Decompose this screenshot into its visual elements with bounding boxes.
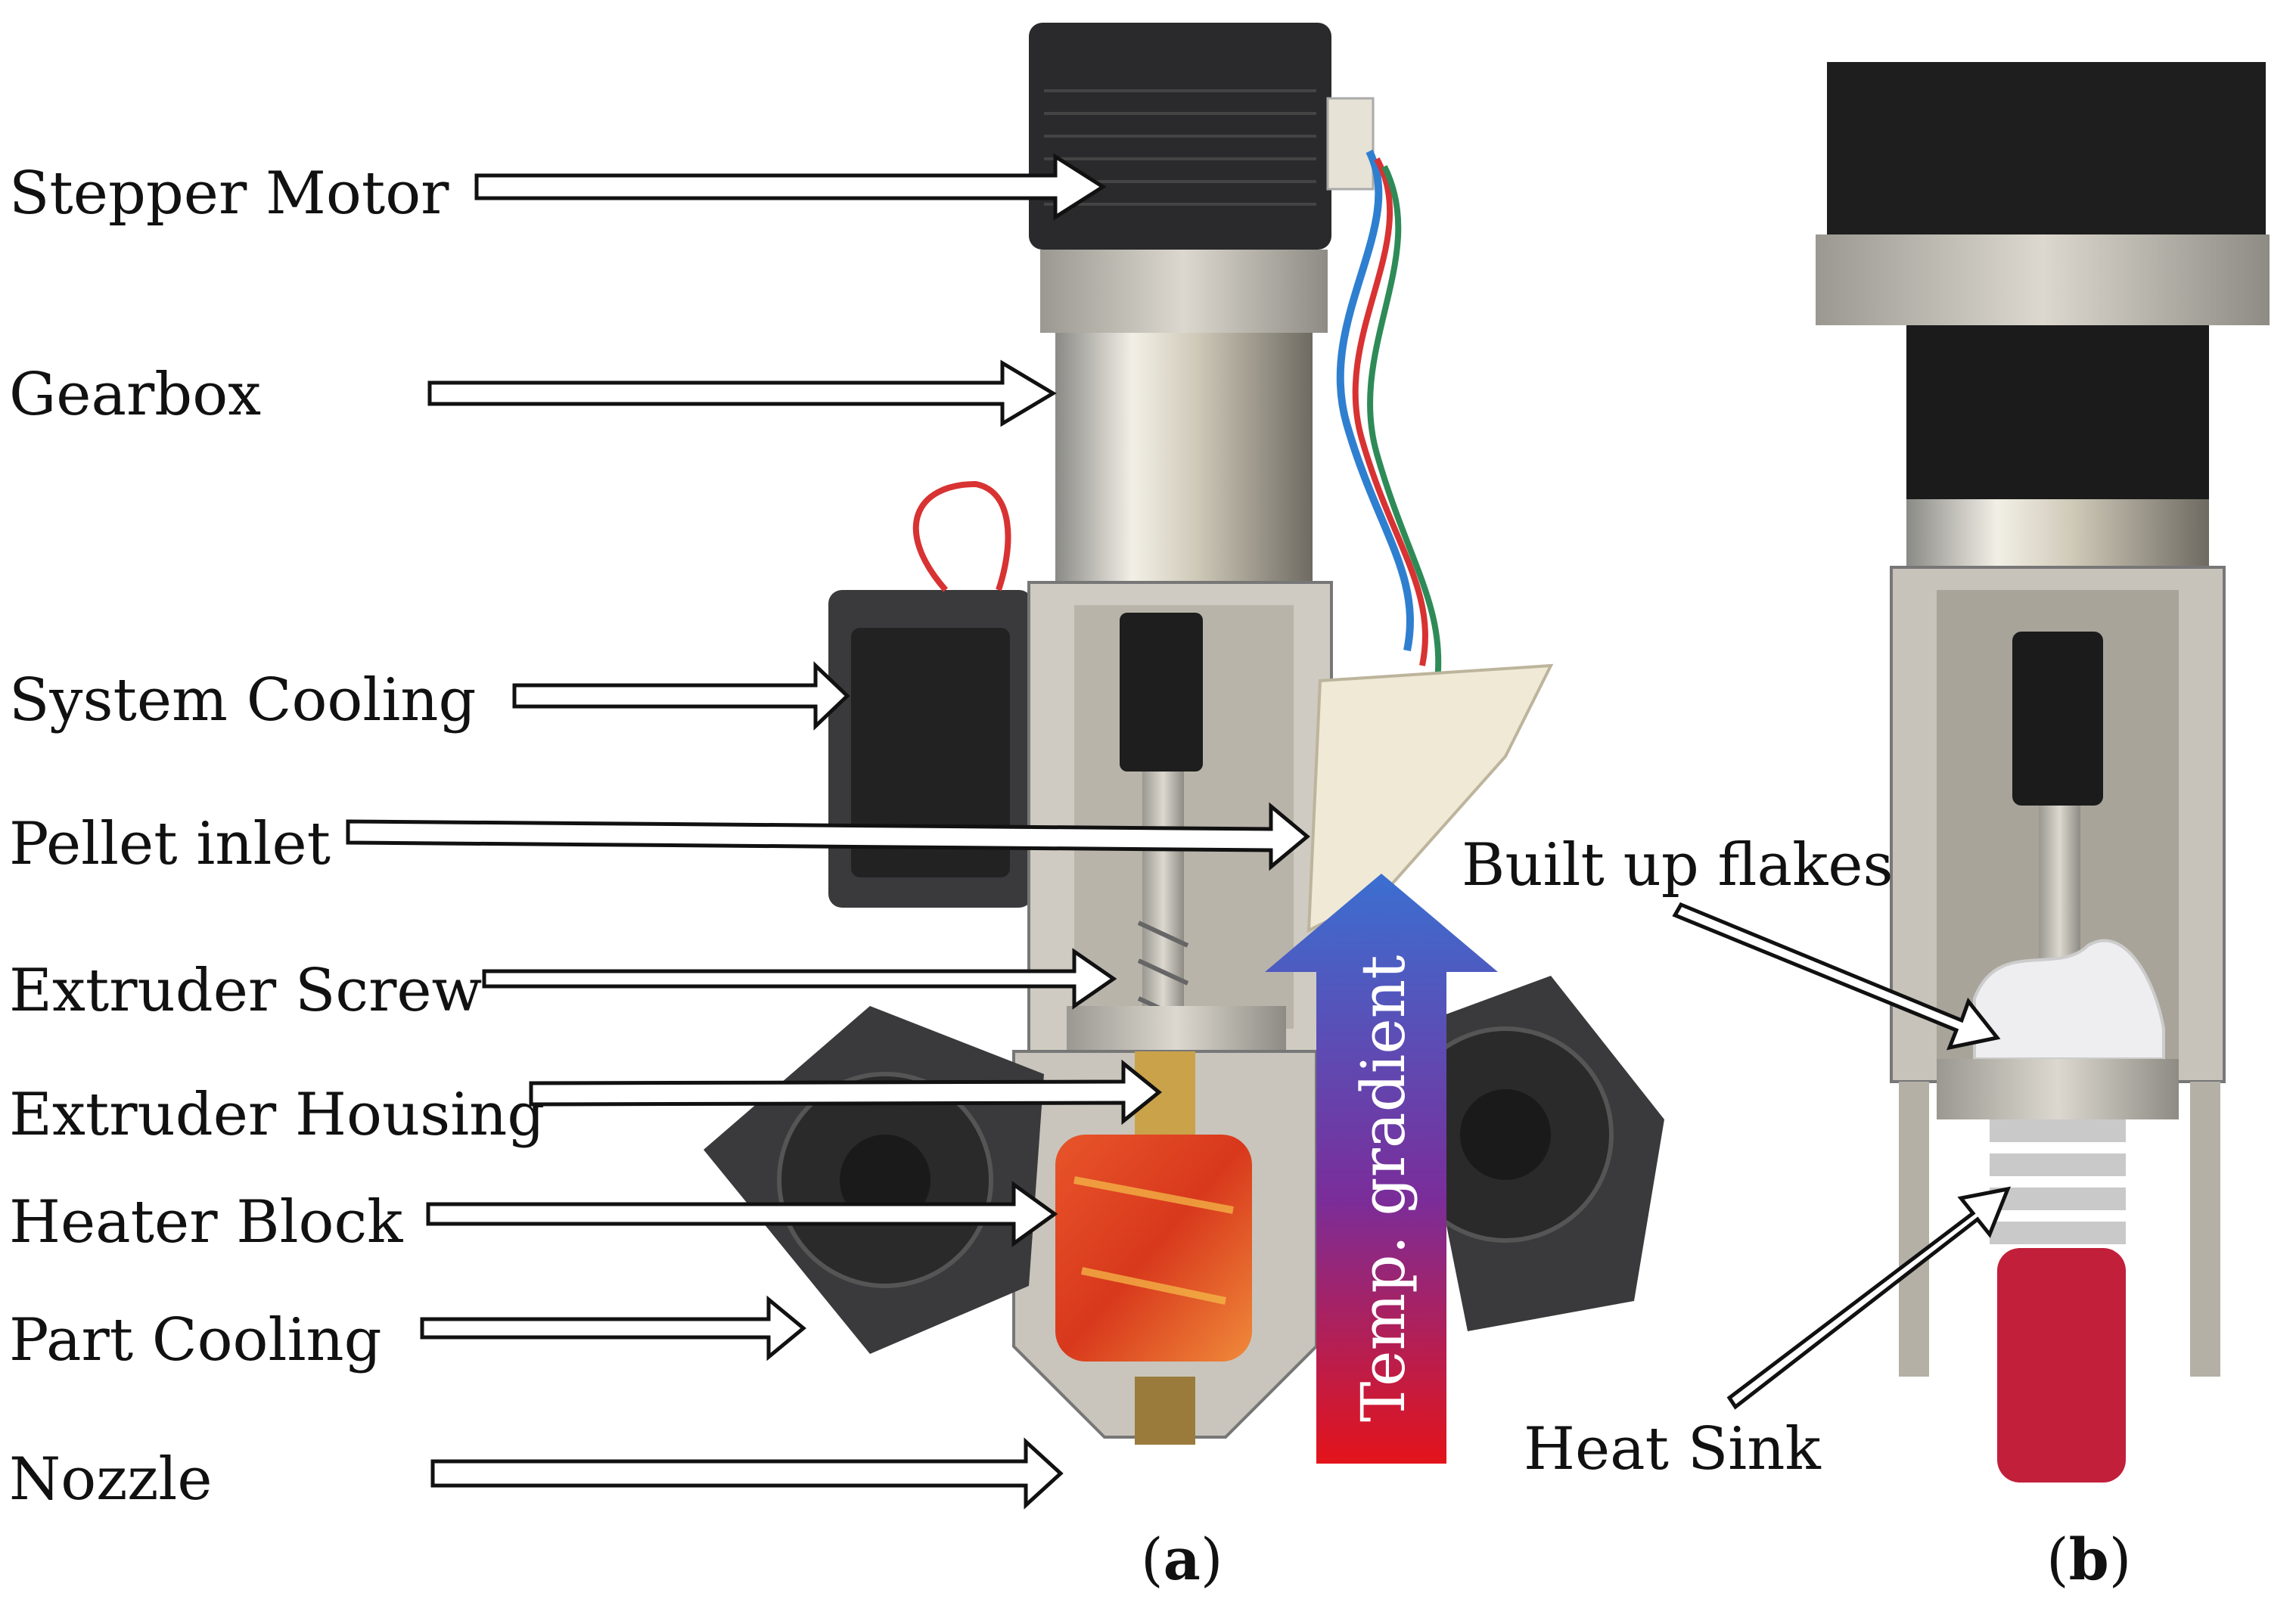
b-coupling	[2012, 632, 2103, 806]
arrow-nozzle	[430, 1437, 1064, 1510]
label-pellet-inlet: Pellet inlet	[9, 810, 331, 878]
label-gearbox: Gearbox	[9, 361, 261, 429]
caption-a: (a)	[1141, 1526, 1223, 1593]
part-cooling-fan-left	[704, 1006, 1044, 1354]
motor-wires	[1336, 149, 1414, 651]
label-stepper-motor: Stepper Motor	[9, 160, 449, 228]
heater-block	[1055, 1135, 1252, 1361]
label-heat-sink: Heat Sink	[1524, 1415, 1821, 1483]
label-heater-block: Heater Block	[9, 1188, 403, 1256]
arrow-gearbox	[427, 359, 1057, 427]
motor-fins	[1044, 89, 1316, 206]
arrow-extruder-screw	[482, 948, 1117, 1010]
panel-a-photo	[704, 23, 1664, 1445]
arrow-heater-block	[426, 1181, 1058, 1247]
part-cooling-fan-right	[1397, 976, 1664, 1331]
label-extruder-housing: Extruder Housing	[9, 1081, 545, 1149]
shaft-coupling	[1120, 613, 1203, 772]
nozzle	[1135, 1377, 1195, 1445]
label-built-up-flakes: Built up flakes	[1462, 831, 1894, 899]
motor-flange	[1040, 250, 1328, 333]
b-motor-body	[1827, 62, 2266, 259]
label-extruder-screw: Extruder Screw	[9, 957, 482, 1025]
label-nozzle: Nozzle	[9, 1445, 213, 1514]
clamp-plate	[1067, 1006, 1286, 1051]
motor-connector	[1326, 97, 1375, 191]
arrow-heat-sink	[1726, 1186, 2012, 1410]
arrow-pellet-inlet	[346, 802, 1310, 871]
caption-b: (b)	[2046, 1526, 2131, 1593]
arrow-system-cooling	[512, 661, 850, 731]
b-built-up-flakes	[1973, 939, 2165, 1060]
arrow-extruder-housing	[529, 1059, 1162, 1126]
label-part-cooling: Part Cooling	[9, 1306, 382, 1374]
panel-a-arrows	[346, 153, 1310, 1510]
panel-b-photo	[1816, 62, 2270, 1483]
arrow-stepper-motor	[474, 153, 1107, 221]
temp-gradient-label: Temp. gradient	[1348, 955, 1418, 1422]
b-heater-silicone	[1997, 1248, 2126, 1483]
b-heat-sink	[1990, 1119, 2126, 1244]
extruder-screw-shaft	[1142, 772, 1184, 1044]
arrow-built-up-flakes	[1672, 902, 2001, 1051]
label-system-cooling: System Cooling	[9, 666, 476, 734]
temp-gradient-arrow: Temp. gradient	[1265, 874, 1498, 1464]
pellet-inlet-funnel	[1306, 663, 1554, 933]
arrow-part-cooling	[420, 1295, 806, 1361]
panel-a-labels: Stepper Motor Gearbox System Cooling Pel…	[9, 160, 545, 1514]
gearbox-body	[1055, 333, 1313, 582]
